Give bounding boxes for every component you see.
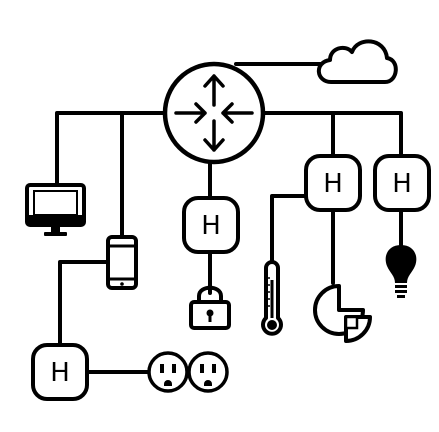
router-icon: [162, 61, 266, 165]
smart-lock-icon: [189, 285, 231, 330]
hub-center: H: [182, 196, 240, 254]
hub-bottom-left: H: [31, 343, 89, 401]
hub-right-2: H: [373, 154, 431, 212]
thermometer-icon: [261, 260, 283, 336]
smartphone-icon: [106, 235, 138, 290]
hub-label: H: [201, 211, 221, 241]
cloud-icon: [316, 39, 398, 84]
wire-router-left: [55, 111, 168, 185]
hub-label: H: [323, 169, 343, 199]
wire-phone-hub-bl: [58, 260, 110, 349]
wire-router-right: [260, 111, 403, 158]
power-outlet-icon: [147, 351, 229, 393]
pie-gauge-icon: [313, 284, 372, 343]
desktop-monitor-icon: [25, 183, 86, 236]
light-bulb-icon: [385, 245, 417, 298]
connection-lines: [55, 62, 403, 374]
hub-label: H: [392, 169, 412, 199]
hub-label: H: [50, 358, 70, 388]
hub-right-1: H: [304, 154, 362, 212]
wire-hub1-thermometer: [270, 194, 308, 270]
